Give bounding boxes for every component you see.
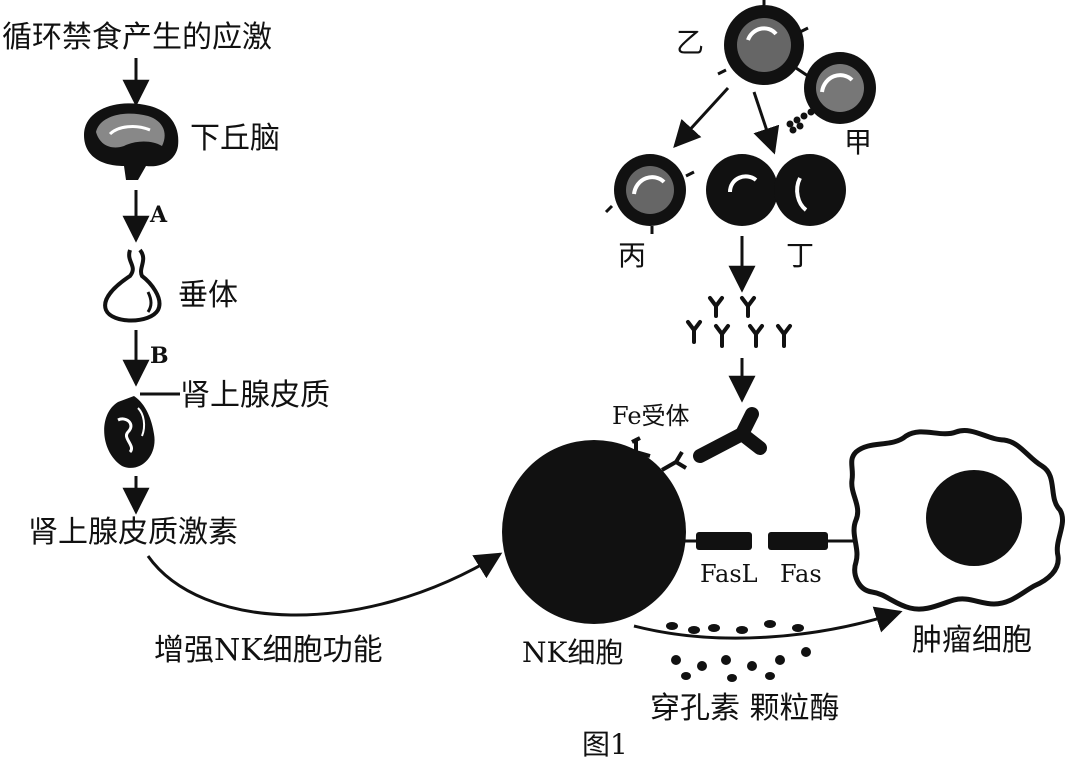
- cortical-hormone-label: 肾上腺皮质激素: [28, 515, 238, 550]
- fasting-stress-label: 循环禁食产生的应激: [2, 20, 272, 55]
- arrow-a-label: A: [149, 202, 168, 228]
- nk-cell-label: NK细胞: [522, 636, 623, 669]
- pituitary-label: 垂体: [178, 278, 238, 313]
- cell-yi-label: 乙: [676, 26, 704, 59]
- arrow-nk-to-tumor: [633, 606, 903, 640]
- antibody-cluster: [686, 296, 792, 348]
- cell-ding: [706, 154, 846, 226]
- cell-ding-label: 丁: [786, 239, 814, 272]
- granule-particles: [666, 620, 811, 682]
- adrenal-cortex-label: 肾上腺皮质: [180, 378, 330, 413]
- secreted-dots-jia: [786, 108, 815, 134]
- nk-cell: [502, 440, 686, 624]
- tumor-cell: [849, 428, 1065, 612]
- antibody-binding-icon: [693, 407, 767, 463]
- arrow-yi-to-bing: [673, 86, 730, 148]
- cell-bing: [604, 154, 695, 234]
- figure-caption: 图1: [582, 728, 628, 761]
- adrenal-gland-icon: [104, 392, 180, 468]
- perforin-granzyme-label: 穿孔素 颗粒酶: [650, 691, 840, 726]
- enhance-nk-label: 增强NK细胞功能: [154, 633, 383, 668]
- hypothalamus-label: 下丘脑: [190, 121, 280, 156]
- cell-bing-label: 丙: [618, 239, 646, 272]
- cell-jia-label: 甲: [844, 126, 872, 159]
- yi-jia-connector: [795, 66, 809, 78]
- hypothalamus-icon: [84, 103, 179, 180]
- pituitary-icon: [103, 248, 162, 323]
- arrow-b-label: B: [150, 343, 169, 369]
- fe-receptor-label: Fe受体: [612, 402, 690, 430]
- fas-label: Fas: [780, 560, 822, 588]
- arrow-hormone-to-nk: [146, 552, 503, 617]
- arrow-yi-to-ding: [752, 91, 780, 155]
- fasl-label: FasL: [700, 560, 758, 588]
- cell-jia: [804, 52, 876, 124]
- fasl-fas-pair: [682, 532, 856, 550]
- cell-yi: [717, 0, 809, 85]
- tumor-cell-label: 肿瘤细胞: [912, 623, 1032, 658]
